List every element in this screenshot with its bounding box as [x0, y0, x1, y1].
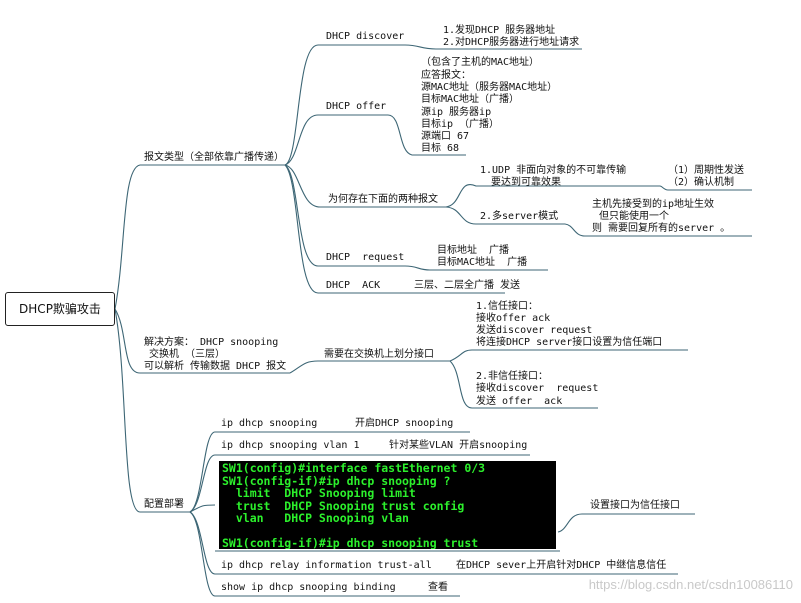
config-label: 配置部署 [144, 499, 184, 510]
connector-untrusted [449, 360, 598, 409]
solution-label: 可以解析 传输数据 DHCP 报文 [144, 361, 287, 372]
multi-server-label: 2.多server模式 [480, 211, 559, 222]
connector-discover-notes [404, 44, 582, 50]
connector-config-vlan [189, 454, 530, 513]
offer-note: 目标ip （广播） [421, 119, 500, 130]
connector-solution-child [289, 360, 450, 374]
offer-label: DHCP offer [326, 101, 387, 112]
terminal-line: SW1(config-if)#ip dhcp snooping ? [222, 473, 451, 488]
connector-terminal-note [557, 513, 695, 533]
multi-server-note: 但只能使用一个 [599, 211, 669, 222]
relay-cmd: ip dhcp relay information trust-all [221, 560, 432, 571]
trusted-note: 接收offer ack [476, 313, 551, 324]
connector-udp-methods [659, 185, 752, 191]
untrusted-note: 发送 offer ack [476, 396, 563, 407]
terminal-line: SW1(config-if)#ip dhcp snooping trust [222, 536, 479, 549]
connector-config-show [189, 511, 460, 597]
solution-label: 交换机 （三层） [149, 349, 226, 360]
connector-multi-server [445, 206, 565, 225]
trusted-note: 发送discover request [476, 325, 593, 336]
connector-offer [284, 114, 388, 166]
untrusted-note: 2.非信任接口： [476, 371, 549, 382]
offer-note: 源MAC地址（服务器MAC地址） [421, 82, 558, 93]
connector-request [284, 164, 405, 267]
offer-note: 目标MAC地址（广播） [421, 94, 520, 105]
trusted-note: 将连接DHCP server接口设置为信任端口 [476, 337, 663, 348]
root-node: DHCP欺骗攻击 [5, 292, 115, 326]
connector-config-terminal [189, 504, 216, 513]
ack-label: DHCP ACK [326, 280, 381, 291]
show-desc: 查看 [428, 582, 448, 593]
offer-note: （包含了主机的MAC地址） [421, 57, 540, 68]
discover-label: DHCP discover [326, 31, 405, 42]
connector-multi-notes [564, 223, 752, 237]
terminal-line: vlan DHCP Snooping vlan [222, 511, 409, 525]
request-note: 目标MAC地址 广播 [437, 257, 528, 268]
connector-udp [445, 183, 660, 208]
offer-note: 目标 68 [421, 143, 460, 154]
udp-label: 要达到可靠效果 [491, 177, 561, 188]
connector-root-config [114, 308, 190, 513]
request-label: DHCP request [326, 252, 405, 263]
offer-note: 源端口 67 [421, 131, 470, 142]
connector-why [284, 164, 446, 208]
why-two-label: 为何存在下面的两种报文 [328, 194, 438, 205]
show-cmd: show ip dhcp snooping binding [221, 582, 396, 593]
watermark: https://blog.csdn.net/csdn10086110 [588, 577, 793, 592]
config-cmd: ip dhcp snooping vlan 1 [221, 440, 360, 451]
udp-method: （2）确认机制 [668, 177, 735, 188]
discover-note: 1.发现DHCP 服务器地址 [443, 25, 556, 36]
terminal-line: SW1(config)#interface fastEthernet 0/3 [222, 461, 486, 475]
udp-method: （1）周期性发送 [668, 165, 745, 176]
connector-request-notes [404, 265, 548, 271]
offer-note: 源ip 服务器ip [421, 107, 492, 118]
relay-desc: 在DHCP sever上开启针对DHCP 中继信息信任 [456, 560, 667, 571]
connector-discover [284, 44, 405, 166]
terminal-line: limit DHCP Snooping limit [222, 486, 416, 500]
terminal-note: 设置接口为信任接口 [590, 500, 680, 511]
terminal-screenshot: SW1(config)#interface fastEthernet 0/3 S… [219, 461, 556, 549]
ack-note: 三层、二层全广播 发送 [414, 280, 521, 291]
offer-note: 应答报文： [421, 70, 471, 81]
udp-label: 1.UDP 非面向对象的不可靠传输 [480, 165, 627, 176]
config-cmd: ip dhcp snooping [221, 418, 318, 429]
connector-root-solution [114, 308, 290, 374]
discover-note: 2.对DHCP服务器进行地址请求 [443, 37, 580, 48]
terminal-line: trust DHCP Snooping trust config [222, 498, 465, 513]
request-note: 目标地址 广播 [437, 245, 510, 256]
config-desc: 针对某些VLAN 开启snooping [389, 440, 528, 451]
connector-ack [284, 164, 380, 294]
untrusted-note: 接收discover request [476, 383, 599, 394]
multi-server-note: 则 需要回复所有的server 。 [592, 223, 731, 234]
connector-config-snooping [189, 431, 470, 513]
multi-server-note: 主机先接受到的ip地址生效 [592, 199, 715, 210]
config-desc: 开启DHCP snooping [355, 418, 454, 429]
connector-offer-notes [387, 114, 466, 156]
packet-types-label: 报文类型（全部依靠广播传递） [144, 152, 284, 163]
solution-label: 解决方案： DHCP snooping [144, 337, 279, 348]
interface-split-label: 需要在交换机上划分接口 [324, 349, 434, 360]
trusted-note: 1.信任接口： [476, 301, 539, 312]
connector-trusted [449, 349, 688, 362]
connector-root-packet-types [114, 164, 285, 310]
